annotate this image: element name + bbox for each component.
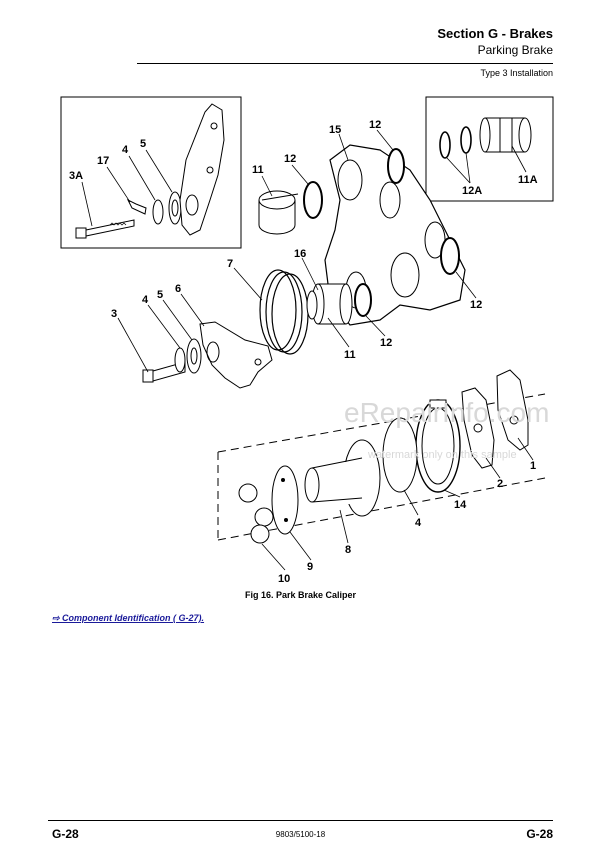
callout-12a: 12A [462,185,482,197]
washer-5-lower [186,338,202,374]
callout-10: 10 [278,573,290,585]
spring-7 [259,269,309,355]
plate-9 [271,465,299,535]
ring-12a-a [439,131,451,159]
park-brake-caliper-diagram: 3A 17 4 5 11 12 15 12 12A 11A 7 16 12 3 … [60,96,554,585]
callout-6: 6 [175,283,181,295]
assembly-frame [217,393,546,541]
seal-12-upper [303,181,323,219]
watermark-brand: eRepairInfo.com [344,397,549,428]
callout-9: 9 [307,561,313,573]
callout-7: 7 [227,258,233,270]
watermark-note: watermark only on this sample [367,449,517,461]
seal-12-top [387,148,405,184]
install-type: Type 3 Installation [480,68,553,78]
bracket-upper [179,103,225,236]
callout-11-lower: 11 [344,349,356,361]
inset-frame-right [425,96,554,202]
washer-5-upper [168,191,182,225]
page-number-right: G-28 [526,827,553,841]
callout-15: 15 [329,124,341,136]
footer-rule [48,820,553,821]
washer-4-lower [174,347,186,373]
bolt-3a [75,219,135,239]
document-number: 9803/5100-18 [275,830,326,839]
callout-2: 2 [497,478,503,490]
seal-4 [382,417,418,493]
callout-16: 16 [294,248,306,260]
section-subtitle: Parking Brake [477,43,553,57]
bracket-6 [199,321,273,389]
seal-12-right [440,237,460,275]
piston-16 [306,283,353,325]
callout-4-upper: 4 [122,144,129,156]
clip-17 [126,198,147,215]
piston-8 [304,439,381,517]
section-title: Section G - Brakes [437,26,553,41]
ball-10-b [254,507,274,527]
callout-5-lower: 5 [157,289,163,301]
pad-1 [496,369,529,451]
callout-4-seal: 4 [415,517,422,529]
callout-5-upper: 5 [140,138,146,150]
ring-12a-b [460,126,472,154]
callout-12-upper: 12 [284,153,296,165]
callout-4-lower: 4 [142,294,149,306]
callout-17: 17 [97,155,109,167]
callout-3a: 3A [69,170,83,182]
leader-lines [81,129,534,571]
callout-11a: 11A [518,174,538,186]
callout-14: 14 [454,499,467,511]
washer-4-upper [152,199,164,225]
component-identification-link[interactable]: ⇨ Component Identification ( G-27). [52,613,205,623]
callout-12-right: 12 [470,299,482,311]
figure-caption: Fig 16. Park Brake Caliper [244,590,357,600]
pad-2 [461,387,495,469]
inset-frame-left [60,96,242,249]
seal-12-lower [354,283,372,317]
page-number-left: G-28 [52,827,79,841]
ball-10-a [238,483,258,503]
callout-12-top: 12 [369,119,381,131]
ball-10-c [250,524,270,544]
callout-12-lower: 12 [380,337,392,349]
bushing-11a [479,117,532,153]
callout-11-upper: 11 [252,164,264,176]
callout-8: 8 [345,544,351,556]
callout-3: 3 [111,308,117,320]
ring-14 [415,399,461,493]
callout-1: 1 [530,460,536,472]
header-rule [137,63,553,64]
pin-11-upper [258,190,299,235]
